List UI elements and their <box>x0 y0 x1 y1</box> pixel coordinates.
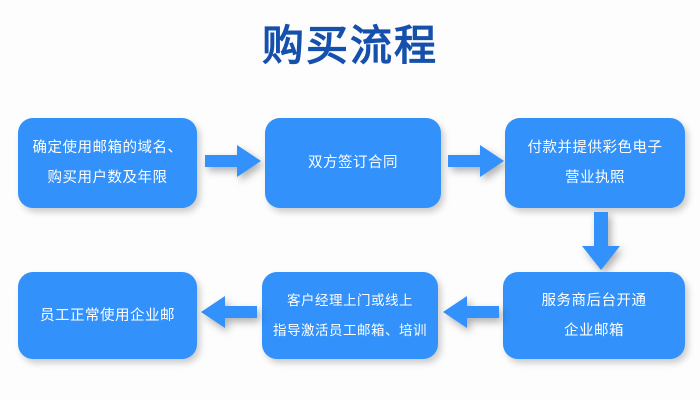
flow-box-step-5-line-2: 指导激活员工邮箱、培训 <box>273 322 427 339</box>
flow-box-step-2-line-1: 双方签订合同 <box>308 155 398 171</box>
arrow-down-icon-step-3-to-4 <box>582 212 620 270</box>
flow-box-step-1[interactable]: 确定使用邮箱的域名、 购买用户数及年限 <box>18 118 197 208</box>
page-title: 购买流程 <box>261 21 438 70</box>
flow-box-step-3-line-1: 付款并提供彩色电子 <box>527 140 663 156</box>
arrow-right-icon-step-1-to-2 <box>205 145 261 177</box>
flow-box-step-4[interactable]: 服务商后台开通 企业邮箱 <box>503 272 685 359</box>
flow-box-step-5-line-1: 客户经理上门或线上 <box>287 292 413 309</box>
flow-box-step-1-line-1: 确定使用邮箱的域名、 <box>32 140 183 156</box>
flow-box-step-5[interactable]: 客户经理上门或线上 指导激活员工邮箱、培训 <box>262 272 438 359</box>
flow-box-step-4-line-1: 服务商后台开通 <box>541 292 647 309</box>
flow-box-step-2[interactable]: 双方签订合同 <box>265 118 441 208</box>
flow-box-step-6[interactable]: 员工正常使用企业邮 <box>18 272 197 359</box>
arrow-right-icon-step-2-to-3 <box>448 145 504 177</box>
arrow-left-icon-step-4-to-5 <box>443 296 499 328</box>
arrow-left-icon-step-5-to-6 <box>201 296 257 328</box>
flow-box-step-1-line-2: 购买用户数及年限 <box>47 170 168 186</box>
flow-box-step-3[interactable]: 付款并提供彩色电子 营业执照 <box>505 118 685 208</box>
flow-box-step-4-line-2: 企业邮箱 <box>564 322 624 339</box>
flow-box-step-6-line-1: 员工正常使用企业邮 <box>40 307 175 324</box>
flow-box-step-3-line-2: 营业执照 <box>565 170 625 186</box>
